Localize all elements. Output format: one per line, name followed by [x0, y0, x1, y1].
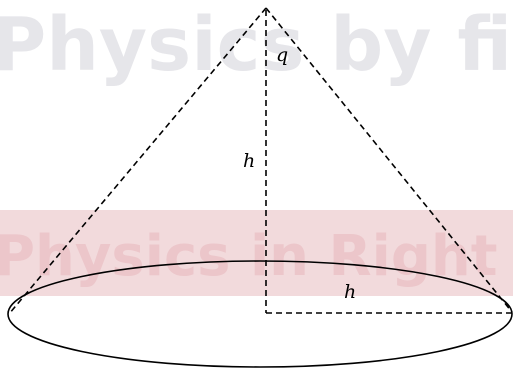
watermark-top-text: Physics by fiz [0, 2, 513, 88]
cone-base-ellipse [7, 260, 513, 368]
height-label: h [243, 150, 255, 172]
angle-label: q [276, 44, 288, 66]
watermark-band [0, 210, 513, 296]
slant-edge-left [8, 7, 267, 315]
radius-label: h [344, 281, 356, 303]
watermark-band-text: Physics in Right [0, 224, 498, 289]
slant-edge-right [265, 7, 513, 313]
